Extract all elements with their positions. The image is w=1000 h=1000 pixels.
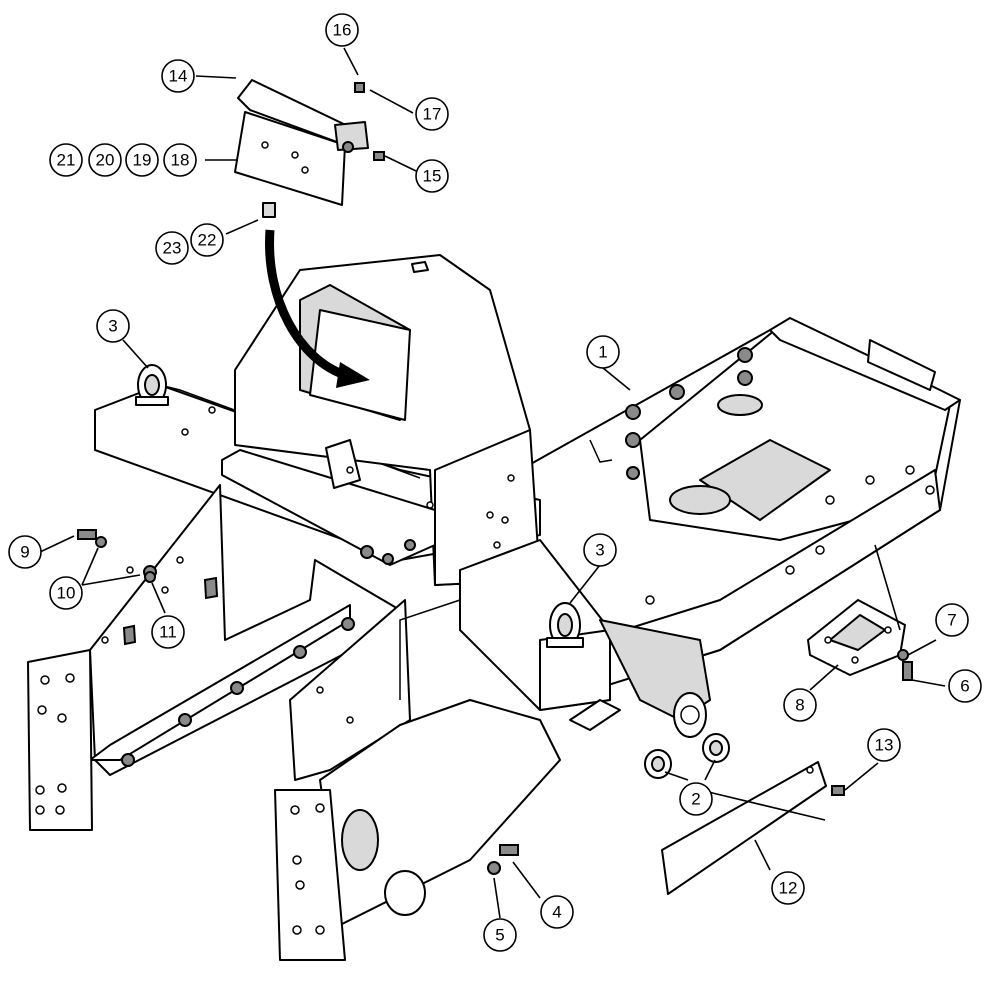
svg-text:7: 7 <box>947 611 956 630</box>
svg-text:22: 22 <box>198 231 217 250</box>
left-side-plate <box>89 484 401 776</box>
callout-13: 13 <box>867 728 901 762</box>
callout-21: 21 <box>49 143 83 177</box>
bushing-center <box>546 602 584 648</box>
install-arrow-head <box>336 362 370 388</box>
rings <box>644 733 730 779</box>
svg-text:23: 23 <box>163 239 182 258</box>
callout-16: 16 <box>325 13 359 47</box>
callout-11: 11 <box>151 615 185 649</box>
callout-19: 19 <box>125 143 159 177</box>
svg-text:15: 15 <box>423 167 442 186</box>
svg-text:17: 17 <box>423 105 442 124</box>
svg-text:5: 5 <box>495 926 504 945</box>
callout-10: 10 <box>49 576 83 610</box>
cover-assembly <box>234 79 369 206</box>
callout-6: 6 <box>948 669 982 703</box>
svg-text:18: 18 <box>171 151 190 170</box>
callout-22: 22 <box>190 223 224 257</box>
callout-2: 2 <box>679 782 713 816</box>
svg-text:14: 14 <box>169 67 188 86</box>
callout-18: 18 <box>163 143 197 177</box>
fasteners <box>77 82 913 875</box>
svg-text:2: 2 <box>691 790 700 809</box>
svg-text:1: 1 <box>598 343 607 362</box>
svg-text:12: 12 <box>779 879 798 898</box>
center-cross-beam <box>399 539 711 738</box>
svg-text:3: 3 <box>595 541 604 560</box>
svg-text:4: 4 <box>552 903 561 922</box>
svg-text:6: 6 <box>960 677 969 696</box>
svg-text:8: 8 <box>795 696 804 715</box>
svg-text:21: 21 <box>57 151 76 170</box>
callout-20: 20 <box>88 143 122 177</box>
left-end-plate <box>27 649 93 831</box>
callout-1: 1 <box>586 335 620 369</box>
svg-text:13: 13 <box>875 736 894 755</box>
svg-text:9: 9 <box>20 543 29 562</box>
svg-text:20: 20 <box>96 151 115 170</box>
install-arrow <box>265 229 347 380</box>
center-console <box>221 254 541 586</box>
callout-12: 12 <box>771 871 805 905</box>
bushing-left <box>135 364 169 406</box>
svg-text:16: 16 <box>333 21 352 40</box>
svg-text:19: 19 <box>133 151 152 170</box>
svg-text:11: 11 <box>159 623 177 642</box>
front-lower-tube <box>274 699 561 961</box>
svg-text:10: 10 <box>57 584 76 603</box>
front-inner-plate <box>289 599 411 781</box>
callout-5: 5 <box>483 918 517 952</box>
callout-3-left: 3 <box>96 309 130 343</box>
leader-lines <box>39 47 946 919</box>
callout-9: 9 <box>8 535 42 569</box>
callout-4: 4 <box>540 895 574 929</box>
callout-15: 15 <box>415 159 449 193</box>
callout-7: 7 <box>935 603 969 637</box>
mount-plate <box>807 599 906 676</box>
callout-17: 17 <box>415 97 449 131</box>
callout-3-center: 3 <box>583 533 617 567</box>
flat-bar <box>661 761 827 895</box>
callout-8: 8 <box>783 688 817 722</box>
callout-14: 14 <box>161 59 195 93</box>
callout-23: 23 <box>155 231 189 265</box>
svg-text:3: 3 <box>108 317 117 336</box>
